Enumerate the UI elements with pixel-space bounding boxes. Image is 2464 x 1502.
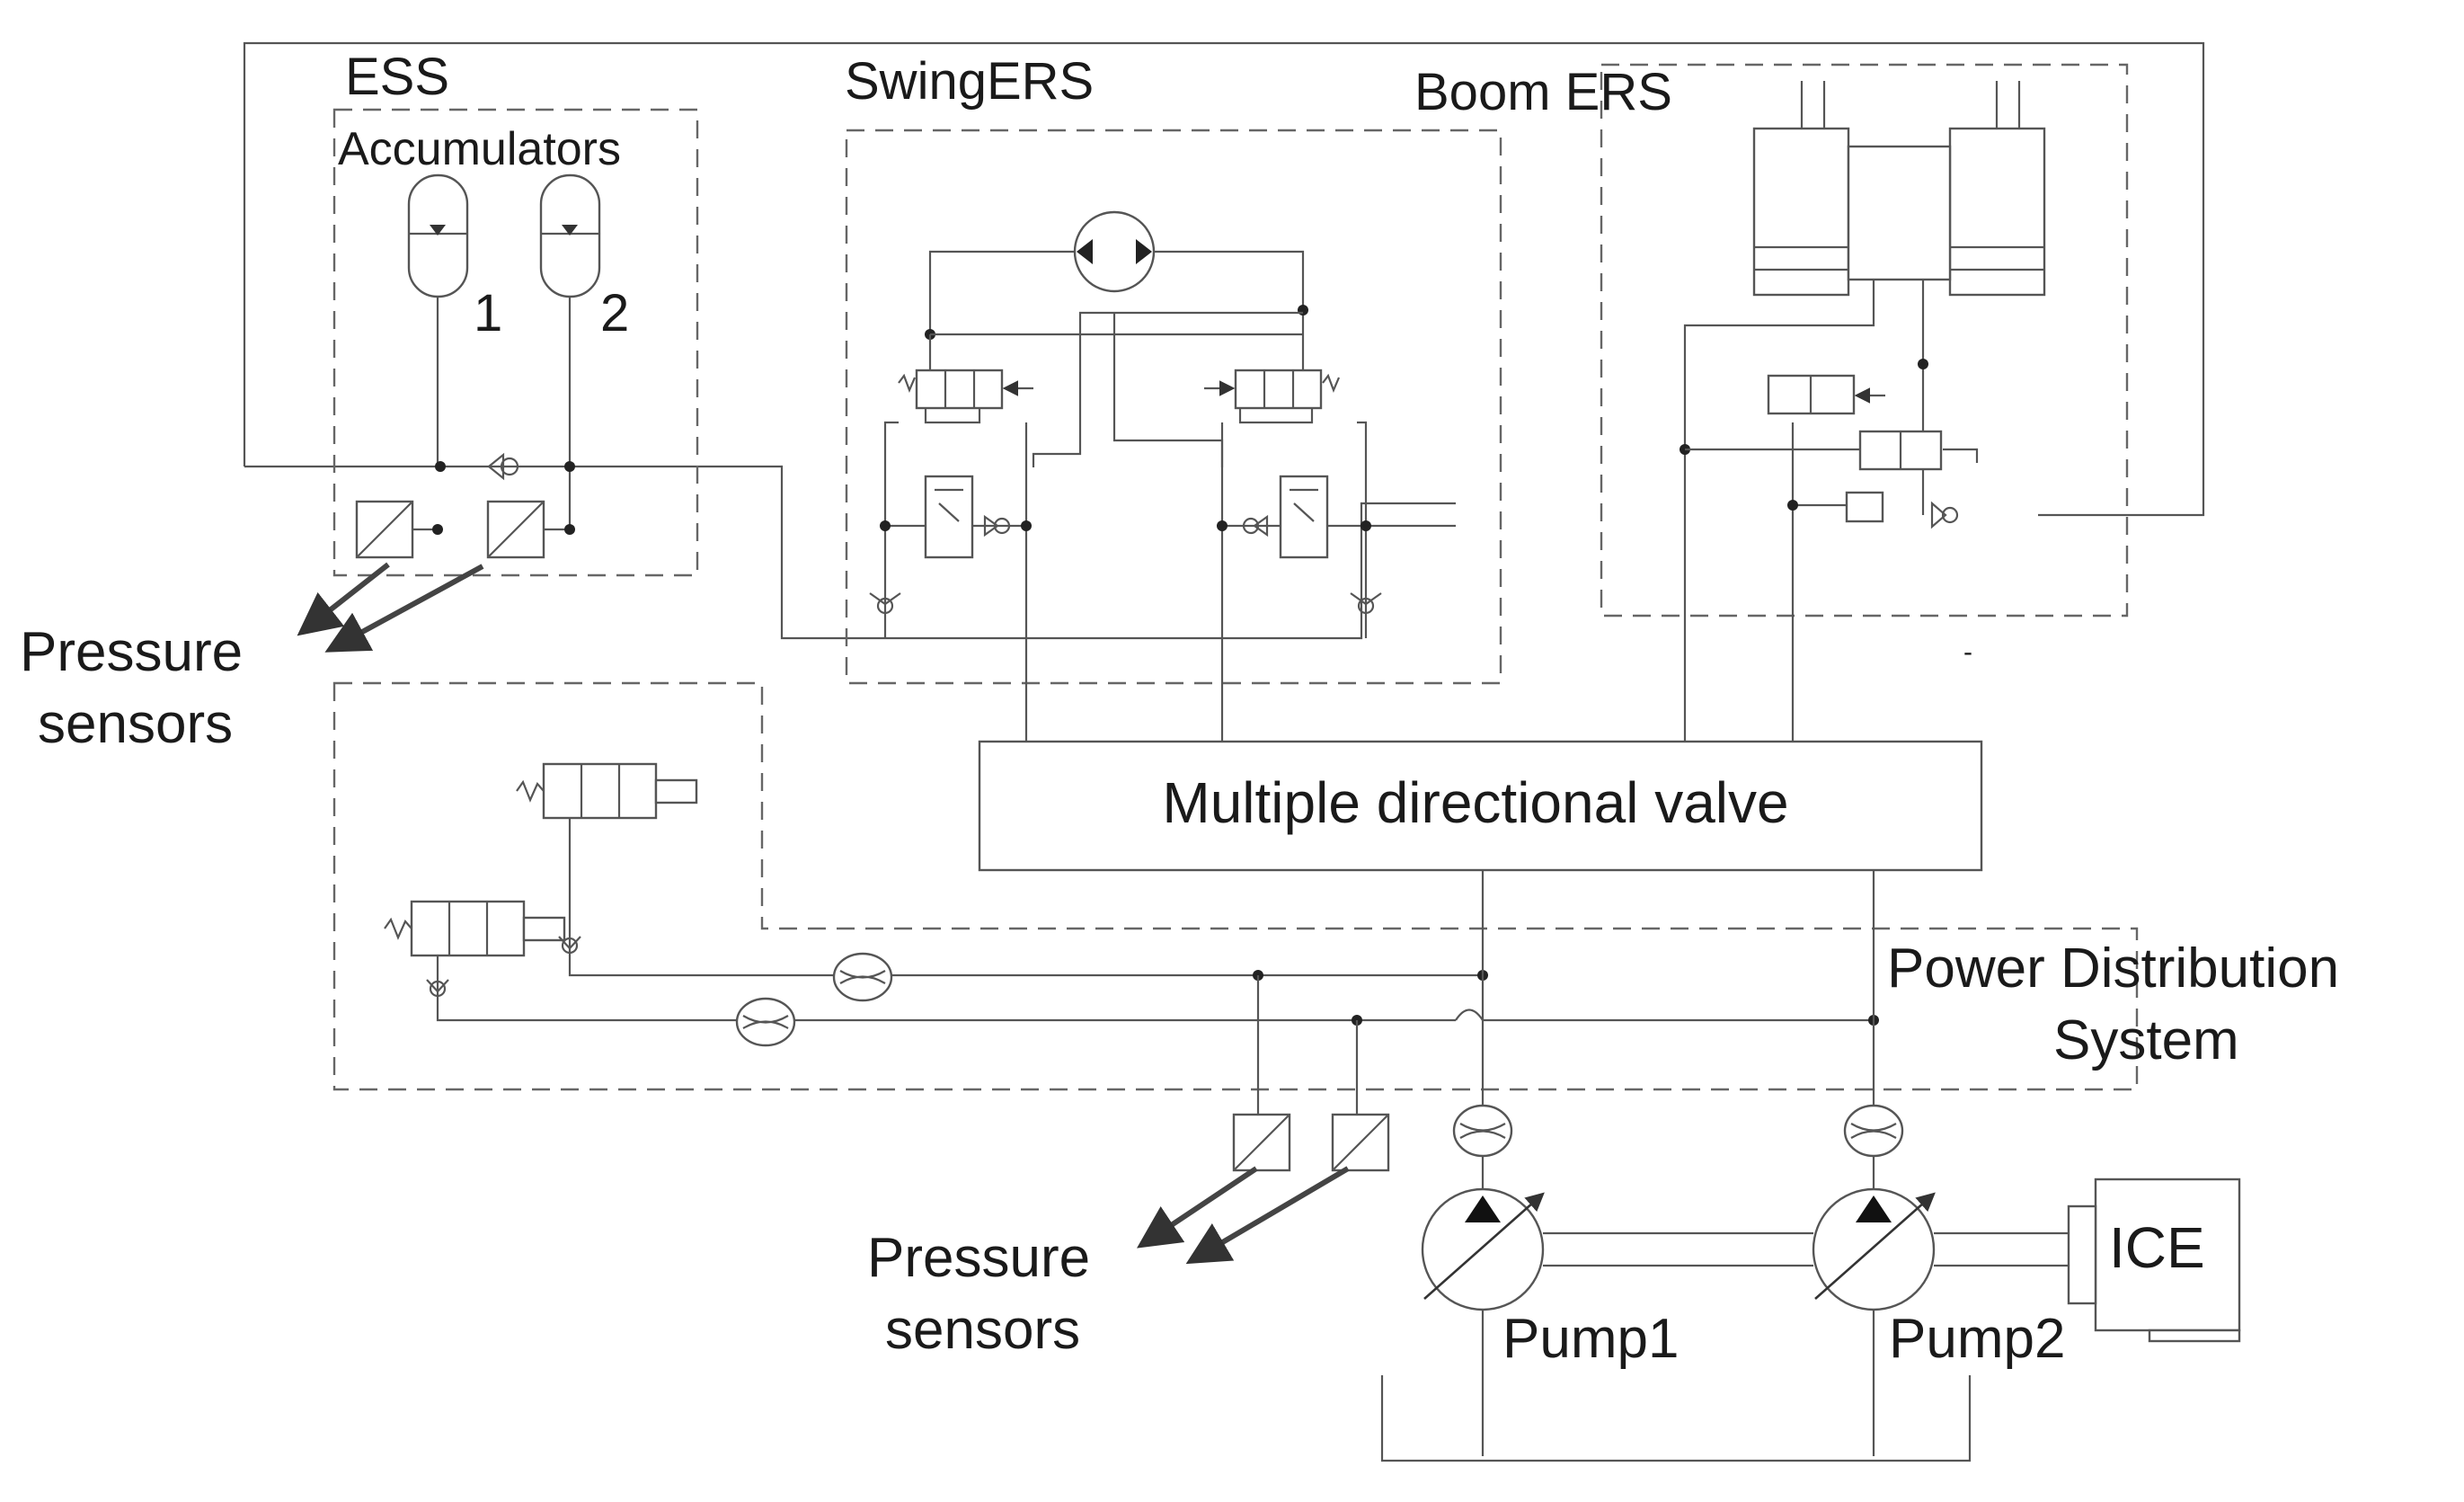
boom-ers-boundary bbox=[1600, 63, 2129, 618]
pump2-flow-meter bbox=[1843, 1104, 1904, 1158]
pds-check-1 bbox=[558, 936, 581, 955]
accumulator-2 bbox=[539, 173, 601, 530]
accumulator-1 bbox=[407, 173, 469, 467]
pds-flow-meter-1 bbox=[832, 952, 893, 1002]
pds-pressure-sensor-1 bbox=[1232, 1113, 1291, 1172]
accumulators-label: Accumulators bbox=[338, 123, 621, 175]
stray-mark: - bbox=[1963, 637, 1972, 667]
pump-1 bbox=[1421, 1187, 1545, 1311]
tank bbox=[1380, 1375, 1972, 1462]
accumulator-2-number: 2 bbox=[600, 284, 629, 342]
swing-check-right bbox=[1350, 592, 1382, 615]
pump-shaft bbox=[1543, 1231, 2069, 1267]
swing-motor bbox=[928, 210, 1305, 334]
boom-check bbox=[1930, 501, 1959, 529]
pds-valve-upper bbox=[516, 762, 698, 820]
pds-check-2 bbox=[426, 979, 449, 998]
boom-relief bbox=[1793, 491, 1884, 523]
boom-cylinders bbox=[1752, 81, 2046, 297]
pressure-sensor-pointers-bottom bbox=[1137, 1166, 1350, 1265]
boom-ers-label: Boom ERS bbox=[1414, 63, 1672, 121]
boom-valve-1 bbox=[1767, 374, 1885, 415]
pds-valve-lower bbox=[384, 900, 566, 957]
pump1-flow-meter bbox=[1452, 1104, 1513, 1158]
mdv-label: Multiple directional valve bbox=[1162, 770, 1788, 835]
ess-label: ESS bbox=[345, 48, 449, 106]
pump-2 bbox=[1812, 1187, 1936, 1311]
ess-check-valve bbox=[487, 452, 519, 481]
ice-engine bbox=[2067, 1178, 2241, 1343]
pressure-sensors-bottom-line1: Pressure bbox=[867, 1227, 1090, 1289]
pressure-sensor-pointers-top bbox=[297, 562, 484, 653]
pds-label-line1: Power Distribution bbox=[1887, 938, 2339, 1000]
multiple-directional-valve bbox=[978, 740, 1983, 872]
swing-relief-left bbox=[924, 475, 1011, 559]
ess-boundary bbox=[332, 108, 699, 577]
swing-valve-left bbox=[898, 334, 1033, 424]
swing-ers-label: SwingERS bbox=[845, 52, 1094, 111]
boom-valve-2 bbox=[1858, 430, 1979, 471]
pds-boundary bbox=[332, 681, 2139, 1091]
ess-pressure-sensor-2 bbox=[486, 500, 570, 559]
swing-check-left bbox=[869, 592, 901, 615]
pressure-sensors-top-line1: Pressure bbox=[20, 621, 243, 683]
ess-pressure-sensor-1 bbox=[355, 500, 438, 559]
swing-valve-right bbox=[1204, 334, 1341, 424]
pds-flow-meter-2 bbox=[735, 997, 796, 1047]
accumulator-1-number: 1 bbox=[474, 284, 502, 342]
pressure-sensors-top-line2: sensors bbox=[38, 693, 233, 755]
swing-ers-boundary bbox=[845, 129, 1502, 685]
pds-pressure-sensor-2 bbox=[1331, 1113, 1390, 1172]
pds-label-line2: System bbox=[2053, 1009, 2239, 1071]
pump1-label: Pump1 bbox=[1502, 1308, 1679, 1370]
pump2-label: Pump2 bbox=[1889, 1308, 2065, 1370]
pressure-sensors-bottom-line2: sensors bbox=[885, 1299, 1080, 1361]
ice-label: ICE bbox=[2109, 1215, 2205, 1280]
swing-relief-right bbox=[1242, 475, 1329, 559]
